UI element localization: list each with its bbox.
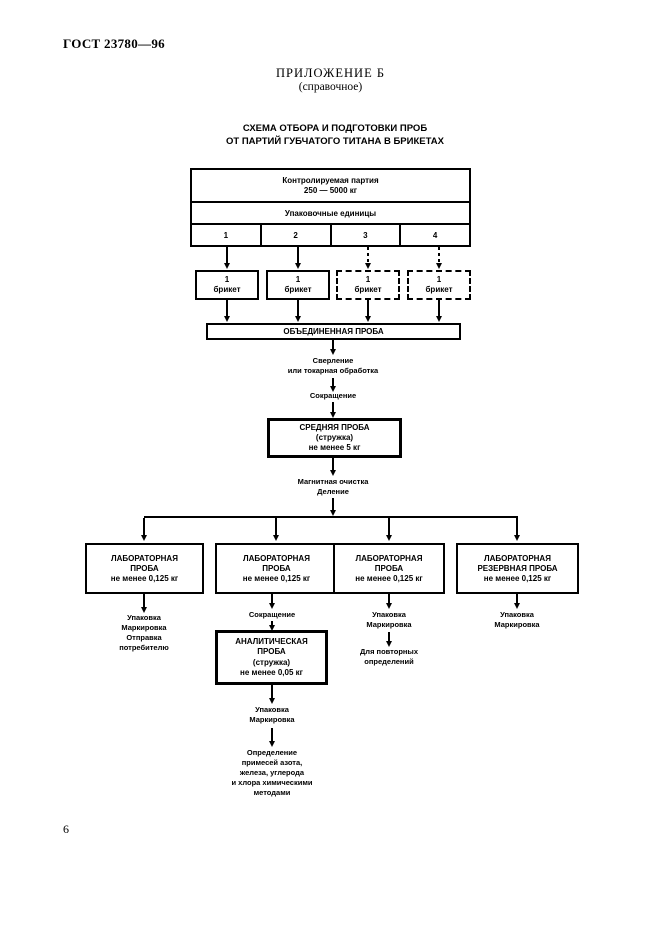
briquette-box-1: 1 брикет	[195, 270, 259, 300]
arrow-lab4-pack	[516, 594, 518, 604]
outcome-chemical-label: Определение примесей азота, железа, угле…	[231, 748, 313, 797]
lab-sample-box-3: ЛАБОРАТОРНАЯ ПРОБА не менее 0,125 кг	[333, 543, 445, 594]
arrow-briquette1-combined	[226, 300, 228, 317]
arrow-magnetic-branch	[332, 498, 334, 511]
average-sample-box: СРЕДНЯЯ ПРОБА (стружка) не менее 5 кг	[267, 418, 402, 458]
outcome-repeat-label: Для повторных определений	[359, 647, 419, 666]
arrow-briquette2-combined	[297, 300, 299, 317]
arrow-branch-lab3	[388, 518, 390, 536]
arrow-analytical-pack	[271, 685, 273, 699]
arrow-lab2-reduction	[271, 594, 273, 604]
appendix-subtitle: (справочное)	[298, 81, 363, 93]
arrow-combined-drilling	[332, 340, 334, 350]
arrow-average-magnetic	[332, 458, 334, 471]
briquette-box-3: 1 брикет	[336, 270, 400, 300]
arrow-briquette4-combined	[438, 300, 440, 317]
packing-units-row: 1 2 3 4	[192, 223, 469, 245]
outcome-pack2-label: Упаковка Маркировка	[249, 705, 295, 724]
arrow-branch-lab2	[275, 518, 277, 536]
step-drilling-label: Сверление или токарная обработка	[287, 356, 379, 375]
arrow-lab1-ship	[143, 594, 145, 608]
packing-units-label: Упаковочные единицы	[192, 201, 469, 223]
unit-cell-4: 4	[399, 225, 469, 245]
lab-reserve-sample-box: ЛАБОРАТОРНАЯ РЕЗЕРВНАЯ ПРОБА не менее 0,…	[456, 543, 579, 594]
step-magnetic-division-label: Магнитная очистка Деление	[297, 477, 369, 496]
lab-sample-box-1: ЛАБОРАТОРНАЯ ПРОБА не менее 0,125 кг	[85, 543, 204, 594]
arrow-pack-repeat	[388, 632, 390, 642]
briquette-box-2: 1 брикет	[266, 270, 330, 300]
arrow-drilling-reduction	[332, 378, 334, 387]
outcome-pack3-label: Упаковка Маркировка	[366, 610, 412, 629]
arrow-reduction-average	[332, 402, 334, 413]
step-reduction-label: Сокращение	[309, 391, 357, 400]
controlled-lot-box: Контролируемая партия 250 — 5000 кг Упак…	[190, 168, 471, 247]
step-reduction2-label: Сокращение	[248, 610, 296, 619]
arrow-unit1-briquette1	[226, 247, 228, 264]
arrow-unit4-briquette4	[438, 247, 440, 264]
appendix-title: ПРИЛОЖЕНИЕ Б	[275, 66, 386, 80]
arrow-unit3-briquette3	[367, 247, 369, 264]
analytical-sample-box: АНАЛИТИЧЕСКАЯ ПРОБА (стружка) не менее 0…	[215, 630, 328, 685]
arrow-lab3-pack	[388, 594, 390, 604]
branch-line	[144, 516, 518, 518]
arrow-branch-lab1	[143, 518, 145, 536]
controlled-lot-label: Контролируемая партия 250 — 5000 кг	[282, 175, 379, 195]
gost-standard-number: ГОСТ 23780—96	[63, 36, 165, 51]
arrow-briquette3-combined	[367, 300, 369, 317]
unit-cell-3: 3	[329, 225, 400, 245]
outcome-pack4-label: Упаковка Маркировка	[494, 610, 540, 629]
arrow-unit2-briquette2	[297, 247, 299, 264]
unit-cell-2: 2	[259, 225, 330, 245]
lab-sample-box-2: ЛАБОРАТОРНАЯ ПРОБА не менее 0,125 кг	[215, 543, 338, 594]
page-number: 6	[63, 822, 69, 836]
diagram-title: СХЕМА ОТБОРА И ПОДГОТОВКИ ПРОБ ОТ ПАРТИЙ…	[226, 123, 444, 147]
unit-cell-1: 1	[223, 230, 229, 240]
briquette-box-4: 1 брикет	[407, 270, 471, 300]
arrow-reduction2-analytical	[271, 621, 273, 626]
arrow-branch-lab4	[516, 518, 518, 536]
arrow-pack-chemical	[271, 728, 273, 742]
outcome-ship-label: Упаковка Маркировка Отправка потребителю	[119, 613, 169, 652]
combined-sample-box: ОБЪЕДИНЕННАЯ ПРОБА	[206, 323, 461, 340]
